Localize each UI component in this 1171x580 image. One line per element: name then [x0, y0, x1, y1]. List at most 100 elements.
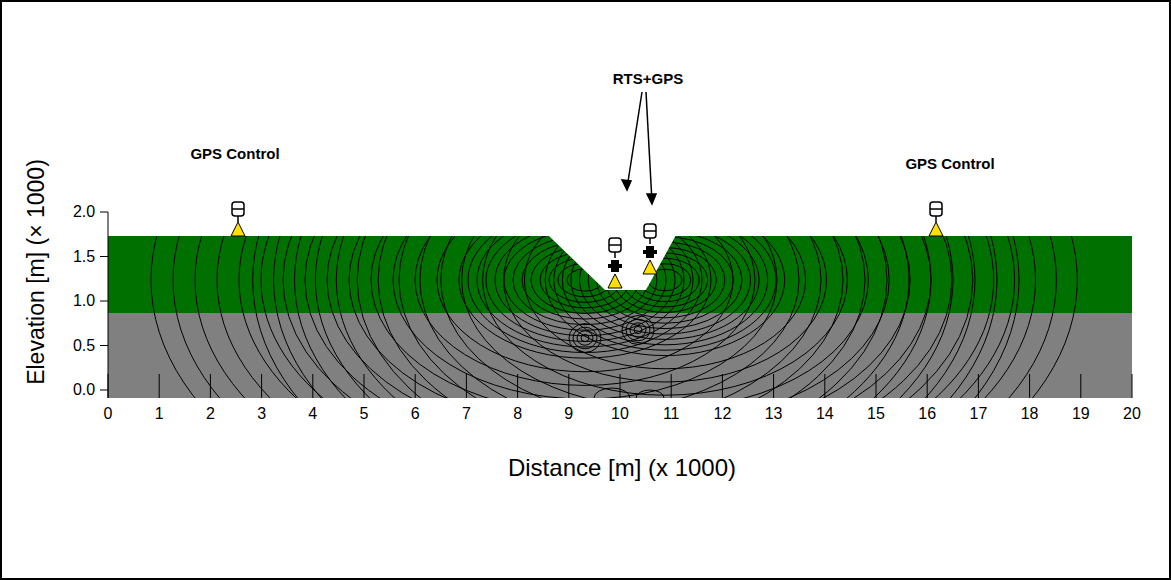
- tick-label: 14: [816, 406, 834, 422]
- contour-line: [327, 120, 843, 440]
- gps-antenna: [930, 202, 942, 216]
- contour-line: [504, 178, 827, 382]
- contour-line: [393, 161, 777, 399]
- contour-line: [420, 125, 910, 435]
- tick-label: 13: [765, 406, 783, 422]
- y-axis: [108, 212, 109, 398]
- contour-loop: [634, 326, 642, 333]
- x-tick: [978, 374, 979, 398]
- contour-line: [545, 204, 784, 355]
- contour-loop: [577, 331, 593, 345]
- contour-line: [151, 11, 1019, 549]
- x-tick: [568, 374, 569, 398]
- axis-title: Elevation [m] (× 1000): [25, 159, 48, 385]
- station-label: GPS Control: [905, 156, 994, 171]
- antenna-pole: [649, 238, 651, 244]
- contour-line: [217, 52, 953, 508]
- axis-ticks: [100, 212, 1132, 398]
- contour-line: [195, 38, 975, 522]
- contour-loop: [630, 323, 646, 337]
- tick-label: 9: [564, 406, 573, 422]
- tick-label: 11: [663, 406, 680, 422]
- contour-line: [437, 188, 733, 372]
- station-label: RTS+GPS: [613, 71, 683, 86]
- contour-loop: [594, 388, 630, 408]
- station-label: GPS Control: [190, 146, 279, 161]
- tick-label: 6: [411, 406, 420, 422]
- gps-antenna: [609, 244, 621, 246]
- tick-label: Distance [m] (x 1000): [508, 456, 736, 480]
- tick-label: 10: [611, 406, 629, 422]
- contour-line: [580, 226, 751, 334]
- x-tick: [773, 374, 774, 398]
- contour-loop: [636, 390, 664, 406]
- x-tick: [1080, 374, 1081, 398]
- survey-tripod: [929, 222, 943, 236]
- tick-label: 7: [462, 406, 471, 422]
- gps-antenna: [609, 238, 621, 252]
- tick-label: 0.5: [73, 338, 95, 354]
- contour-loop: [581, 334, 589, 341]
- contour-loop: [626, 319, 650, 341]
- contour-line: [274, 33, 1057, 527]
- tick-label: 3: [257, 406, 266, 422]
- tick-label: 1.0: [73, 293, 95, 309]
- contour-line: [486, 219, 684, 342]
- contour-line: [614, 248, 717, 313]
- y-tick: [100, 345, 108, 346]
- gps-antenna: [930, 208, 942, 210]
- x-tick: [620, 374, 621, 398]
- tick-label: 15: [867, 406, 885, 422]
- x-tick: [722, 374, 723, 398]
- contour-lines: [151, 11, 1077, 549]
- contour-line: [597, 237, 734, 323]
- contour-line: [415, 175, 755, 386]
- contour-line: [588, 231, 742, 328]
- survey-tripod: [643, 260, 657, 274]
- tick-label: 1: [155, 406, 164, 422]
- instruments: [231, 202, 943, 288]
- contour-loop: [569, 324, 601, 353]
- contour-line: [378, 99, 952, 461]
- tick-label: 0.0: [73, 382, 95, 398]
- survey-tripod: [231, 222, 245, 236]
- tick-label: 2: [206, 406, 215, 422]
- x-tick: [261, 374, 262, 398]
- gps-antenna: [232, 202, 244, 216]
- contour-line: [531, 247, 639, 314]
- contour-line: [173, 25, 997, 536]
- contour-line: [261, 79, 909, 481]
- contour-line: [524, 191, 805, 369]
- x-tick: [312, 374, 313, 398]
- x-tick: [466, 374, 467, 398]
- tick-label: 8: [513, 406, 522, 422]
- tick-label: 12: [713, 406, 731, 422]
- tick-label: 0: [104, 406, 113, 422]
- y-tick: [100, 301, 108, 302]
- gps-antenna: [644, 224, 656, 238]
- contour-line: [504, 230, 666, 330]
- contour-line: [441, 138, 889, 421]
- x-tick: [1132, 374, 1133, 398]
- contour-line: [554, 210, 776, 350]
- y-tick: [100, 256, 108, 257]
- antenna-pole: [237, 216, 239, 222]
- leader-arrows: [622, 92, 656, 204]
- contour-line: [631, 258, 699, 301]
- contour-line: [605, 242, 725, 318]
- x-tick: [927, 374, 928, 398]
- contour-line: [571, 221, 759, 340]
- tick-label: 19: [1072, 406, 1090, 422]
- tick-label: 17: [969, 406, 987, 422]
- contour-line: [253, 20, 1078, 541]
- antenna-pole: [614, 252, 616, 258]
- contour-line: [399, 112, 931, 448]
- tick-label: 5: [360, 406, 369, 422]
- contour-line: [305, 106, 865, 453]
- x-tick: [1029, 374, 1030, 398]
- y-tick: [100, 390, 108, 391]
- contour-line: [357, 86, 973, 475]
- tick-label: 20: [1123, 406, 1141, 422]
- gps-antenna: [644, 230, 656, 232]
